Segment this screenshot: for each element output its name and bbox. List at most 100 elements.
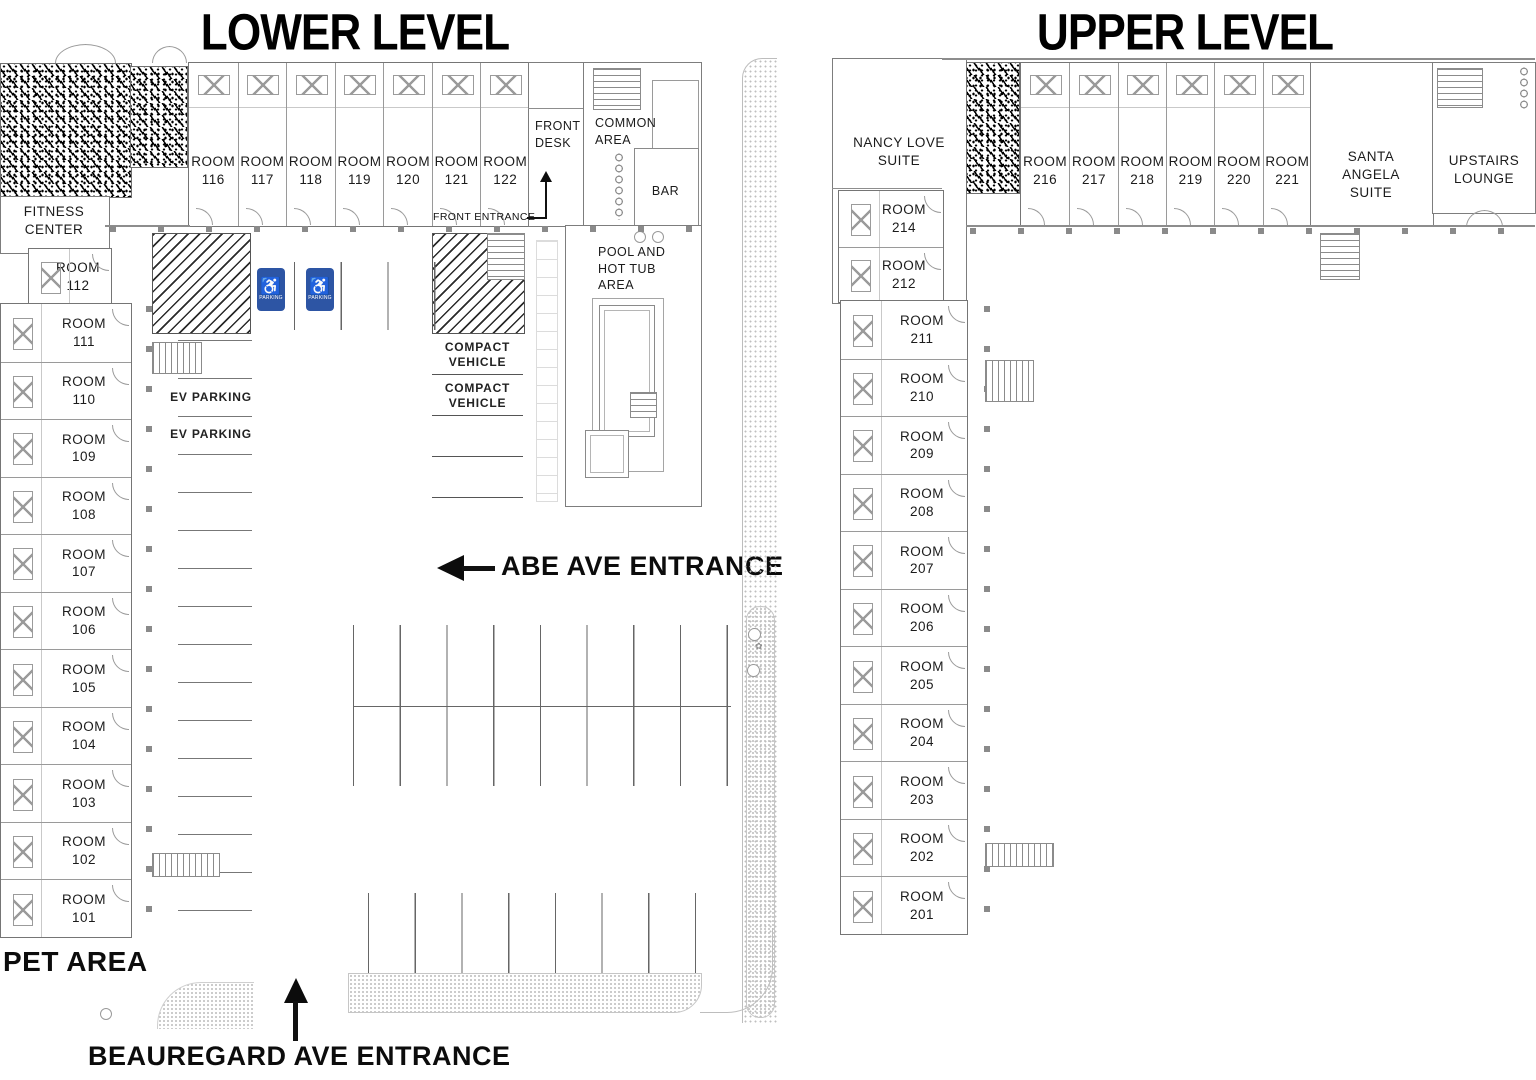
lower-level-title: LOWER LEVEL bbox=[200, 3, 510, 61]
room-cell-211: ROOM 211 bbox=[841, 301, 967, 359]
room-partition bbox=[335, 107, 384, 108]
canopy-posts bbox=[110, 226, 702, 232]
room-label: ROOM 211 bbox=[900, 312, 944, 346]
room-cell-117: ROOM 117 bbox=[237, 63, 287, 226]
room-cell-219: ROOM 219 bbox=[1165, 63, 1215, 226]
room-partition bbox=[881, 474, 882, 532]
landscape-hatch-area bbox=[966, 62, 1020, 194]
pet-area-label: PET AREA bbox=[3, 946, 148, 977]
santa-angela-suite-label: SANTA ANGELA SUITE bbox=[1342, 149, 1400, 200]
room-cell-108: ROOM 108 bbox=[1, 476, 131, 535]
room-label: ROOM 202 bbox=[900, 831, 944, 865]
room-partition bbox=[879, 247, 880, 302]
room-label: ROOM 121 bbox=[434, 153, 479, 187]
balcony-posts bbox=[970, 228, 1535, 234]
room-cell-111: ROOM 111 bbox=[1, 304, 131, 362]
room-label: ROOM 214 bbox=[882, 201, 926, 235]
room-cell-206: ROOM 206 bbox=[841, 588, 967, 647]
room-partition bbox=[1263, 107, 1311, 108]
room-label: ROOM 110 bbox=[62, 373, 106, 407]
room-cell-208: ROOM 208 bbox=[841, 473, 967, 532]
room-partition bbox=[881, 647, 882, 704]
stairs-icon bbox=[985, 843, 1054, 867]
room-cell-204: ROOM 204 bbox=[841, 703, 967, 762]
ev-parking-stall-lines bbox=[178, 340, 252, 942]
room-112-box: ROOM 112 bbox=[28, 248, 112, 305]
ev-parking-label: EV PARKING bbox=[170, 427, 252, 441]
room-partition bbox=[384, 107, 432, 108]
pet-area-walk bbox=[157, 982, 254, 1029]
front-entrance-arrow-line bbox=[527, 217, 547, 219]
room-label: ROOM 111 bbox=[62, 315, 106, 349]
upper-roof-wall bbox=[942, 58, 1535, 60]
beauregard-entrance-arrow bbox=[284, 978, 308, 1003]
compact-vehicle-label: COMPACT VEHICLE bbox=[444, 381, 511, 410]
stairs-icon bbox=[152, 342, 202, 374]
stairs-icon bbox=[593, 68, 641, 110]
room-cell-203: ROOM 203 bbox=[841, 761, 967, 819]
room-partition bbox=[432, 107, 481, 108]
pool-area-label: POOL AND HOT TUB AREA bbox=[598, 245, 666, 292]
front-desk-room bbox=[528, 62, 585, 227]
room-cell-218: ROOM 218 bbox=[1117, 63, 1166, 226]
room-cell-122: ROOM 122 bbox=[480, 63, 529, 226]
fitness-center-label: FITNESS CENTER bbox=[23, 204, 85, 237]
room-label: ROOM 105 bbox=[62, 661, 106, 695]
room-label: ROOM 104 bbox=[62, 719, 106, 753]
room-label: ROOM 101 bbox=[62, 891, 106, 925]
stairs-icon bbox=[985, 360, 1034, 402]
room-label: ROOM 221 bbox=[1265, 153, 1310, 187]
table-circle bbox=[652, 231, 664, 243]
room-cell-103: ROOM 103 bbox=[1, 764, 131, 822]
room-cell-205: ROOM 205 bbox=[841, 646, 967, 704]
room-label: ROOM 209 bbox=[900, 428, 944, 462]
entry-door-arc bbox=[55, 44, 86, 63]
front-desk-partition bbox=[528, 108, 583, 109]
landscape-hatch-area bbox=[130, 66, 188, 168]
room-partition bbox=[881, 532, 882, 589]
entry-door-arc bbox=[152, 46, 170, 63]
table-circle bbox=[634, 231, 646, 243]
room-partition bbox=[881, 819, 882, 877]
room-partition bbox=[238, 107, 287, 108]
parking-stall-lines bbox=[294, 262, 436, 330]
bar-stools bbox=[613, 152, 625, 220]
room-partition bbox=[287, 107, 335, 108]
room-partition bbox=[1166, 107, 1215, 108]
stairs-icon bbox=[1437, 68, 1483, 108]
room-partition bbox=[1021, 107, 1070, 108]
landscape-circle bbox=[100, 1008, 112, 1020]
room-partition bbox=[881, 589, 882, 647]
room-cell-221: ROOM 221 bbox=[1262, 63, 1311, 226]
room-cell-201: ROOM 201 bbox=[841, 876, 967, 934]
front-entrance-arrow-head bbox=[540, 171, 552, 182]
room-partition bbox=[881, 762, 882, 819]
wheelchair-icon: ♿ bbox=[260, 277, 282, 296]
room-label: ROOM 210 bbox=[900, 370, 944, 404]
room-label: ROOM 205 bbox=[900, 658, 944, 692]
garage-posts bbox=[146, 306, 152, 936]
room-partition bbox=[69, 249, 70, 304]
parking-stall-lines bbox=[368, 893, 701, 973]
room-partition bbox=[1215, 107, 1263, 108]
room-partition bbox=[41, 535, 42, 592]
room-label: ROOM 107 bbox=[62, 546, 106, 580]
room-partition bbox=[881, 301, 882, 359]
room-label: ROOM 220 bbox=[1216, 153, 1261, 187]
room-partition bbox=[41, 420, 42, 477]
abe-entrance-arrow bbox=[437, 555, 464, 581]
room-label: ROOM 119 bbox=[337, 153, 382, 187]
room-cell-102: ROOM 102 bbox=[1, 821, 131, 880]
room-cell-212: ROOM 212 bbox=[839, 246, 943, 302]
parking-stall-grid bbox=[353, 625, 731, 786]
room-partition bbox=[481, 107, 529, 108]
room-label: ROOM 112 bbox=[56, 259, 100, 293]
room-cell-110: ROOM 110 bbox=[1, 361, 131, 420]
room-label: ROOM 216 bbox=[1023, 153, 1068, 187]
hatched-no-parking-area bbox=[152, 233, 251, 334]
